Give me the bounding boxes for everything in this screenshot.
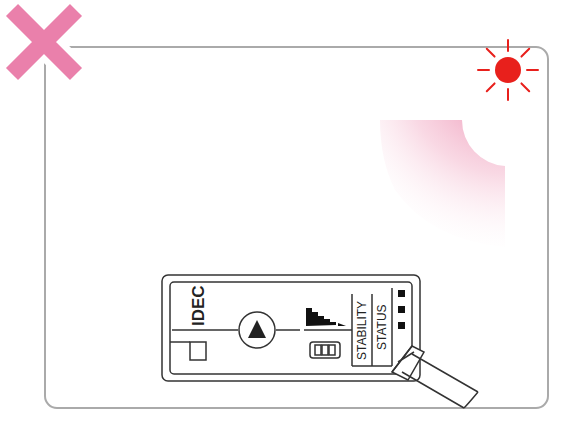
sensor-body — [162, 275, 420, 381]
light-glow — [380, 120, 505, 247]
indicator-label: STATUS — [376, 304, 388, 350]
frame — [45, 47, 548, 408]
wrong-mark — [10, 8, 78, 76]
brand-logo: IDEC — [190, 286, 207, 327]
sensor-cable — [392, 346, 478, 408]
indicator-label: STABILITY — [356, 300, 368, 359]
light-source — [478, 40, 538, 100]
